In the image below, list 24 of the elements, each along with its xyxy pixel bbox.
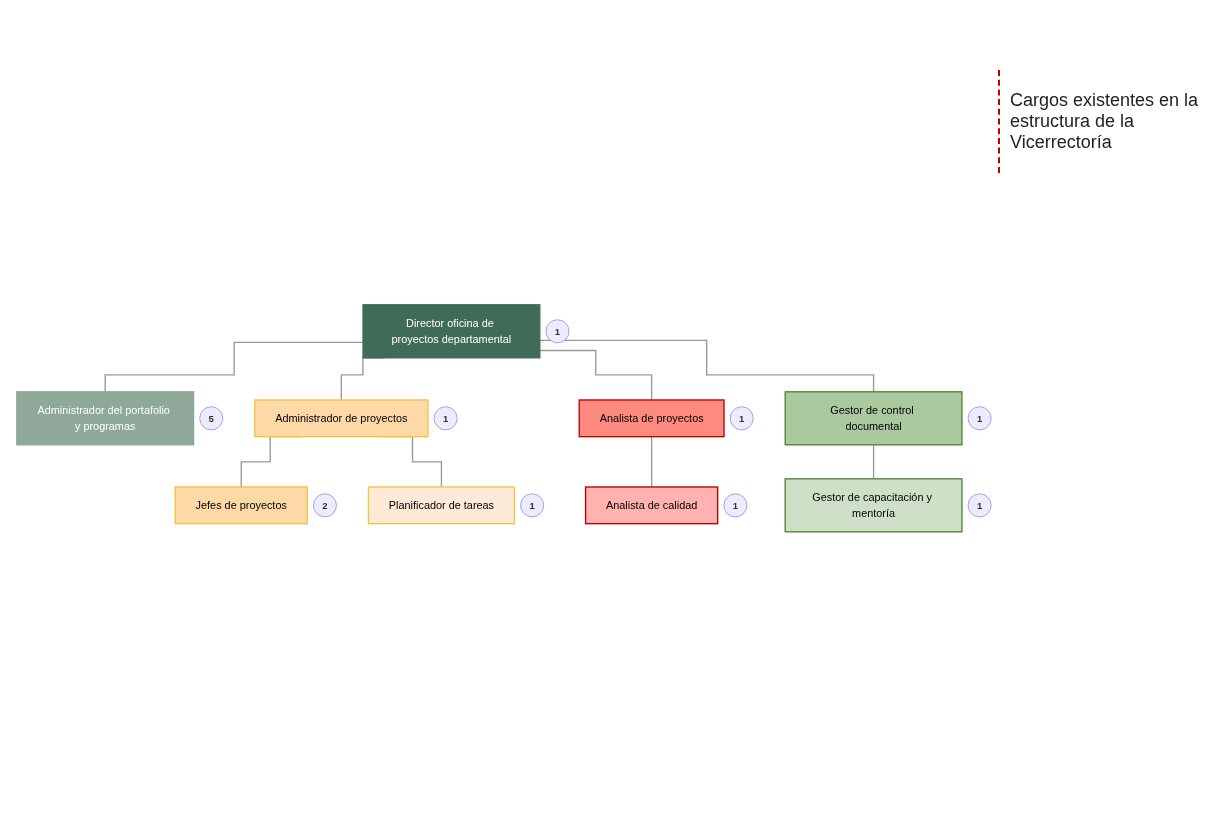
node-box: Administrador de proyectos bbox=[254, 398, 429, 438]
node-box: Jefes de proyectos bbox=[174, 485, 308, 525]
node-box: Gestor de control documental bbox=[784, 390, 963, 446]
node-box: Planificador de tareas bbox=[367, 485, 516, 525]
connector bbox=[539, 339, 875, 393]
connector bbox=[650, 435, 653, 488]
count-badge: 1 bbox=[967, 493, 992, 517]
count-badge: 1 bbox=[967, 406, 992, 430]
count-badge: 1 bbox=[729, 406, 754, 430]
count-badge: 1 bbox=[545, 319, 570, 343]
bracket-note: Cargos existentes en la estructura de la Vicerrectoría bbox=[998, 70, 1218, 173]
node-box: Analista de proyectos bbox=[578, 398, 725, 438]
node-box: Gestor de capacitación y mentoría bbox=[784, 477, 963, 533]
node-box: Analista de calidad bbox=[584, 485, 719, 525]
count-badge: 1 bbox=[520, 493, 544, 517]
connector bbox=[104, 341, 364, 393]
count-badge: 1 bbox=[723, 493, 748, 517]
node-box: Director oficina de proyectos departamental bbox=[362, 303, 541, 359]
connector bbox=[539, 349, 653, 401]
count-badge: 5 bbox=[199, 406, 224, 430]
node-box: Administrador del portafolio y programas bbox=[16, 390, 195, 446]
connector bbox=[872, 443, 875, 480]
count-badge: 2 bbox=[313, 493, 337, 517]
count-badge: 1 bbox=[433, 406, 458, 430]
